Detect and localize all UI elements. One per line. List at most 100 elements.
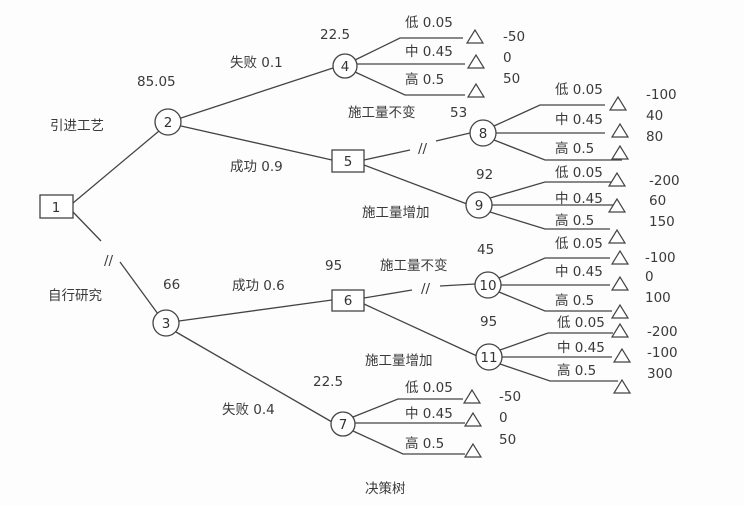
edge-1-3-a (72, 211, 102, 242)
outcome-label: 低 0.05 (555, 82, 603, 98)
terminal-triangle-icon (463, 411, 483, 427)
decision-node-1 (39, 194, 74, 219)
outcome-value: -50 (499, 389, 522, 405)
outcome-value: -50 (503, 29, 526, 45)
terminal-triangle-icon (610, 322, 630, 338)
svg-text:7: 7 (339, 417, 348, 433)
outcome-label: 中 0.45 (555, 112, 603, 128)
edge-1-3-b (119, 261, 159, 315)
chance-node-4 (332, 53, 358, 79)
chance-node-2 (154, 108, 182, 136)
terminal-triangle-icon (608, 95, 628, 111)
outcome-label: 中 0.45 (557, 340, 605, 356)
terminal-triangle-icon (607, 171, 627, 187)
outcome-value: 100 (645, 290, 671, 306)
outcome-value: -100 (646, 87, 677, 103)
svg-text:6: 6 (344, 293, 353, 309)
edge-3-6 (178, 299, 333, 322)
ev-node-10: 45 (477, 242, 495, 258)
edge-6-10-a (363, 289, 413, 299)
pruned-mark: // (104, 253, 114, 269)
ev-node-6: 95 (325, 258, 343, 274)
svg-text:3: 3 (162, 316, 171, 332)
chance-node-3 (152, 309, 180, 337)
outcome-value: 150 (649, 214, 675, 230)
ev-node-4: 22.5 (320, 27, 351, 43)
outcome-label: 低 0.05 (557, 315, 605, 331)
edge-label: 失败 0.4 (222, 402, 275, 418)
pruned-mark: // (418, 141, 428, 157)
terminal-triangle-icon (610, 122, 630, 138)
chance-node-11 (475, 343, 503, 371)
edge-5-9 (363, 164, 468, 205)
edge-5-8-b (435, 132, 471, 142)
tree-nodes: 1 2 3 4 5 6 7 8 9 10 11 (39, 53, 503, 437)
svg-text:9: 9 (475, 198, 484, 214)
terminal-triangle-icon (610, 144, 630, 160)
outcome-value: -200 (647, 324, 678, 340)
terminal-triangle-icon (610, 275, 630, 291)
ev-node-7: 22.5 (313, 374, 344, 390)
svg-text:11: 11 (480, 350, 497, 366)
terminal-triangle-icon (610, 303, 630, 319)
outcome-value: -100 (647, 345, 678, 361)
edge-label: 施工量不变 (380, 258, 448, 274)
outcome-value: 50 (499, 432, 517, 448)
ev-node-11: 95 (480, 314, 498, 330)
edge-label: 成功 0.9 (230, 159, 283, 175)
outcome-label: 中 0.45 (555, 191, 603, 207)
svg-text:1: 1 (52, 200, 61, 216)
decision-node-6 (331, 289, 365, 312)
edge-6-11 (363, 303, 478, 357)
ev-node-9: 92 (476, 167, 494, 183)
outcome-label: 低 0.05 (555, 236, 603, 252)
outcome-value: 50 (503, 71, 521, 87)
terminal-triangle-icon (462, 388, 482, 404)
diagram-caption: 决策树 (365, 481, 406, 497)
chance-node-7 (330, 411, 356, 437)
terminal-triangles (462, 28, 632, 458)
chance-node-8 (469, 119, 497, 147)
edge-label: 失败 0.1 (230, 55, 283, 71)
outcome-label: 高 0.5 (405, 436, 445, 452)
svg-text:10: 10 (479, 278, 496, 294)
edge-label: 施工量不变 (348, 105, 416, 121)
terminal-triangle-icon (607, 228, 627, 244)
terminal-triangle-icon (465, 28, 485, 44)
outcome-value: 0 (645, 269, 654, 285)
edge-5-8-a (363, 149, 411, 161)
chance-node-9 (465, 191, 493, 219)
outcome-value: 0 (503, 50, 512, 66)
terminal-triangle-icon (607, 197, 627, 213)
outcome-label: 高 0.5 (405, 72, 445, 88)
decision-node-5 (331, 149, 365, 173)
terminal-triangle-icon (466, 82, 486, 98)
edge-3-7 (175, 331, 333, 423)
outcome-value: -200 (649, 173, 680, 189)
outcome-label: 低 0.05 (405, 380, 453, 396)
edge-2-5 (180, 125, 333, 161)
tree-edges (72, 37, 622, 455)
edge-label: 成功 0.6 (232, 278, 285, 294)
outcome-label: 低 0.05 (405, 15, 453, 31)
outcome-label: 高 0.5 (555, 141, 595, 157)
option-research: 自行研究 (48, 288, 102, 304)
edge-2-4 (180, 67, 334, 119)
outcome-value: 80 (646, 129, 664, 145)
ev-node-8: 53 (450, 105, 468, 121)
edge-label: 施工量增加 (362, 205, 430, 221)
terminal-triangle-icon (466, 53, 486, 69)
outcome-label: 中 0.45 (555, 264, 603, 280)
outcome-label: 高 0.5 (555, 213, 595, 229)
svg-text:5: 5 (344, 154, 353, 170)
terminal-triangle-icon (612, 378, 632, 394)
option-introduce: 引进工艺 (50, 118, 104, 134)
outcome-value: 40 (646, 108, 664, 124)
ev-node-2: 85.05 (137, 74, 176, 90)
edge-label: 施工量增加 (365, 353, 433, 369)
outcome-value: 0 (499, 410, 508, 426)
svg-text:8: 8 (479, 126, 488, 142)
outcome-value: 60 (649, 193, 667, 209)
svg-text:4: 4 (341, 59, 350, 75)
